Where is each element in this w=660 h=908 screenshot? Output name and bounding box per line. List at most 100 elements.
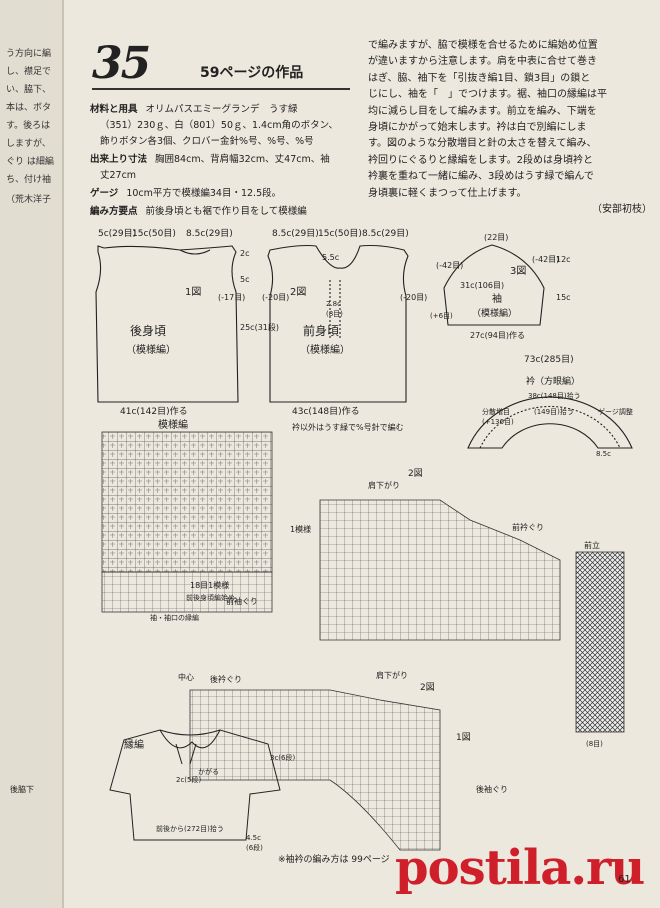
strip-line: ぐり は細編 bbox=[6, 157, 54, 167]
footnote: ※袖衿の編み方は 99ページ bbox=[278, 855, 390, 865]
sleeve-schematic bbox=[443, 244, 545, 326]
front-top-3: 8.5c(29目) bbox=[362, 228, 409, 239]
strip-line: 本は、ボタ bbox=[6, 103, 52, 113]
collar-increase: 分散増目 bbox=[482, 407, 510, 416]
collar-schematic bbox=[467, 396, 633, 449]
method-line: 編み方要点前後身頃とも裾で作り目をして模様編 bbox=[90, 206, 307, 217]
materials-line: 飾りボタン各3個、クロバー金針%号、%号、%号 bbox=[100, 136, 314, 147]
sleeve-plus: (+6目) bbox=[430, 312, 453, 320]
trim-sleeve: 3c(6段) bbox=[270, 753, 295, 762]
back-shoulder-2: 5c bbox=[240, 275, 250, 284]
front-body-title: 前身頃 bbox=[303, 323, 339, 338]
back-side-top-2: 8.5c(29目) bbox=[186, 228, 233, 239]
pattern-repeat: 1模様 bbox=[290, 524, 311, 534]
strip-line: う方向に編 bbox=[6, 49, 52, 59]
back-shoulder: 2c bbox=[240, 249, 250, 258]
collar-mid: 38c(148目)拾う bbox=[528, 391, 581, 400]
fig2-chart-grid bbox=[319, 499, 561, 641]
collar-mid-2: (149目)拾う bbox=[534, 407, 574, 416]
sleeve-h1: 12c bbox=[556, 255, 571, 264]
back-armhole: (-17目) bbox=[218, 293, 245, 302]
pattern-number: 35 bbox=[92, 38, 151, 89]
page-number: 61 bbox=[618, 874, 631, 885]
collar-yarn-note: 衿以外はうす緑で%号針で編む bbox=[292, 422, 404, 432]
trim-height: 4.5c bbox=[246, 834, 261, 842]
shoulder-slope: 肩下がり bbox=[368, 480, 400, 490]
sleeve-left: (-42目) bbox=[436, 261, 463, 270]
back-top-width: 15c(50目) bbox=[132, 228, 176, 239]
fig2-chart-label: 2図 bbox=[408, 468, 423, 479]
pattern-start-2: 袖・袖口の縁編 bbox=[150, 613, 199, 622]
author: （安部初枝） bbox=[592, 204, 652, 216]
collar-bottom: 8.5c bbox=[596, 450, 611, 458]
fig3-label: 3図 bbox=[510, 265, 526, 277]
fig2b-label: 2図 bbox=[420, 682, 435, 693]
pattern-chart-grid bbox=[101, 431, 273, 573]
front-v1: 2.8c bbox=[326, 300, 341, 308]
sleeve-pattern: （模様編） bbox=[472, 307, 517, 319]
back-side-label: 後脇下 bbox=[10, 784, 34, 794]
trim-collar-2: かがる bbox=[198, 767, 219, 776]
front-band-grid bbox=[575, 551, 625, 733]
collar-top: 73c(285目) bbox=[524, 354, 574, 365]
front-side: (-20目) bbox=[400, 293, 427, 302]
front-body-pattern: （模様編） bbox=[300, 343, 350, 356]
strip-line: （荒木洋子 bbox=[6, 195, 52, 205]
sleeve-bottom: 27c(94目)作る bbox=[470, 330, 525, 340]
pattern-rows: 18目1模様 bbox=[190, 580, 229, 590]
fig1-chart-grid bbox=[189, 689, 441, 851]
fig2-label: 2図 bbox=[290, 286, 306, 298]
trim-collar: 2c(5段) bbox=[176, 775, 201, 784]
back-bottom-width: 41c(142目)作る bbox=[120, 405, 188, 417]
trim-title: 縁編 bbox=[124, 738, 144, 751]
front-v2: (8目) bbox=[326, 310, 343, 318]
collar-increase-2: (+136目) bbox=[482, 418, 514, 426]
instructions-text: で編みますが、脇で模様を合せるために編始め位置が違いますから注意します。肩を中表… bbox=[368, 38, 652, 218]
watermark-logo: postila.ru bbox=[395, 840, 645, 896]
front-armhole: (-20目) bbox=[262, 293, 289, 302]
front-top-2: 15c(50目) bbox=[318, 228, 362, 239]
pattern-chart-title: 模様編 bbox=[158, 418, 188, 431]
strip-line: い、脇下、 bbox=[6, 85, 52, 95]
front-band-label: 前立 bbox=[584, 540, 600, 550]
front-band-count: (8目) bbox=[586, 740, 603, 748]
trim-height-2: (6段) bbox=[246, 843, 263, 852]
header-rule bbox=[92, 88, 350, 90]
center-label: 中心 bbox=[178, 672, 194, 682]
fig1b-label: 1図 bbox=[456, 732, 471, 743]
previous-page-edge: う方向に編 し、襟足で い、脇下、 本は、ボタ す。後ろは しますが、 ぐり は… bbox=[0, 0, 64, 908]
garment-sketch bbox=[109, 729, 281, 841]
size-line: 丈27cm bbox=[100, 170, 137, 181]
strip-line: し、襟足で bbox=[6, 67, 52, 77]
front-neck-depth: 5.5c bbox=[322, 253, 339, 262]
work-reference: 59ページの作品 bbox=[200, 65, 304, 81]
materials-line: 材料と用具オリムパスエミーグランデ うす緑 bbox=[90, 104, 298, 115]
back-side-top: 5c(29目) bbox=[98, 228, 136, 239]
sleeve-right: (-42目) bbox=[532, 255, 559, 264]
fig1-label: 1図 bbox=[185, 286, 201, 298]
collar-title: 衿（方眼編） bbox=[526, 375, 580, 387]
sleeve-title: 袖 bbox=[492, 292, 502, 305]
back-armhole-label: 後袖ぐり bbox=[476, 784, 508, 794]
back-neck-label: 後衿ぐり bbox=[210, 674, 242, 684]
front-armhole-label: 前袖ぐり bbox=[226, 596, 258, 606]
sleeve-top: (22目) bbox=[484, 233, 508, 242]
front-neck-label: 前衿ぐり bbox=[512, 522, 544, 532]
pattern-start-1: 前後身頃編始め bbox=[186, 593, 235, 602]
strip-line: ち、付け袖 bbox=[6, 175, 52, 185]
trim-pick-up: 前後から(272目)拾う bbox=[156, 824, 224, 833]
back-body-pattern: （模様編） bbox=[126, 343, 176, 356]
materials-line: （351）230ｇ、白（801）50ｇ、1.4cm角のボタン、 bbox=[100, 120, 339, 131]
shoulder-slope-2: 肩下がり bbox=[376, 670, 408, 680]
front-body-schematic bbox=[267, 244, 409, 403]
sleeve-h2: 15c bbox=[556, 293, 571, 302]
sleeve-mid: 31c(106目) bbox=[460, 281, 504, 290]
back-body-title: 後身頃 bbox=[130, 323, 166, 338]
collar-gauge: ゲージ調整 bbox=[598, 407, 633, 416]
strip-line: す。後ろは bbox=[6, 121, 51, 131]
pattern-trim-grid bbox=[101, 571, 273, 613]
back-height: 25c(31段) bbox=[240, 322, 279, 332]
